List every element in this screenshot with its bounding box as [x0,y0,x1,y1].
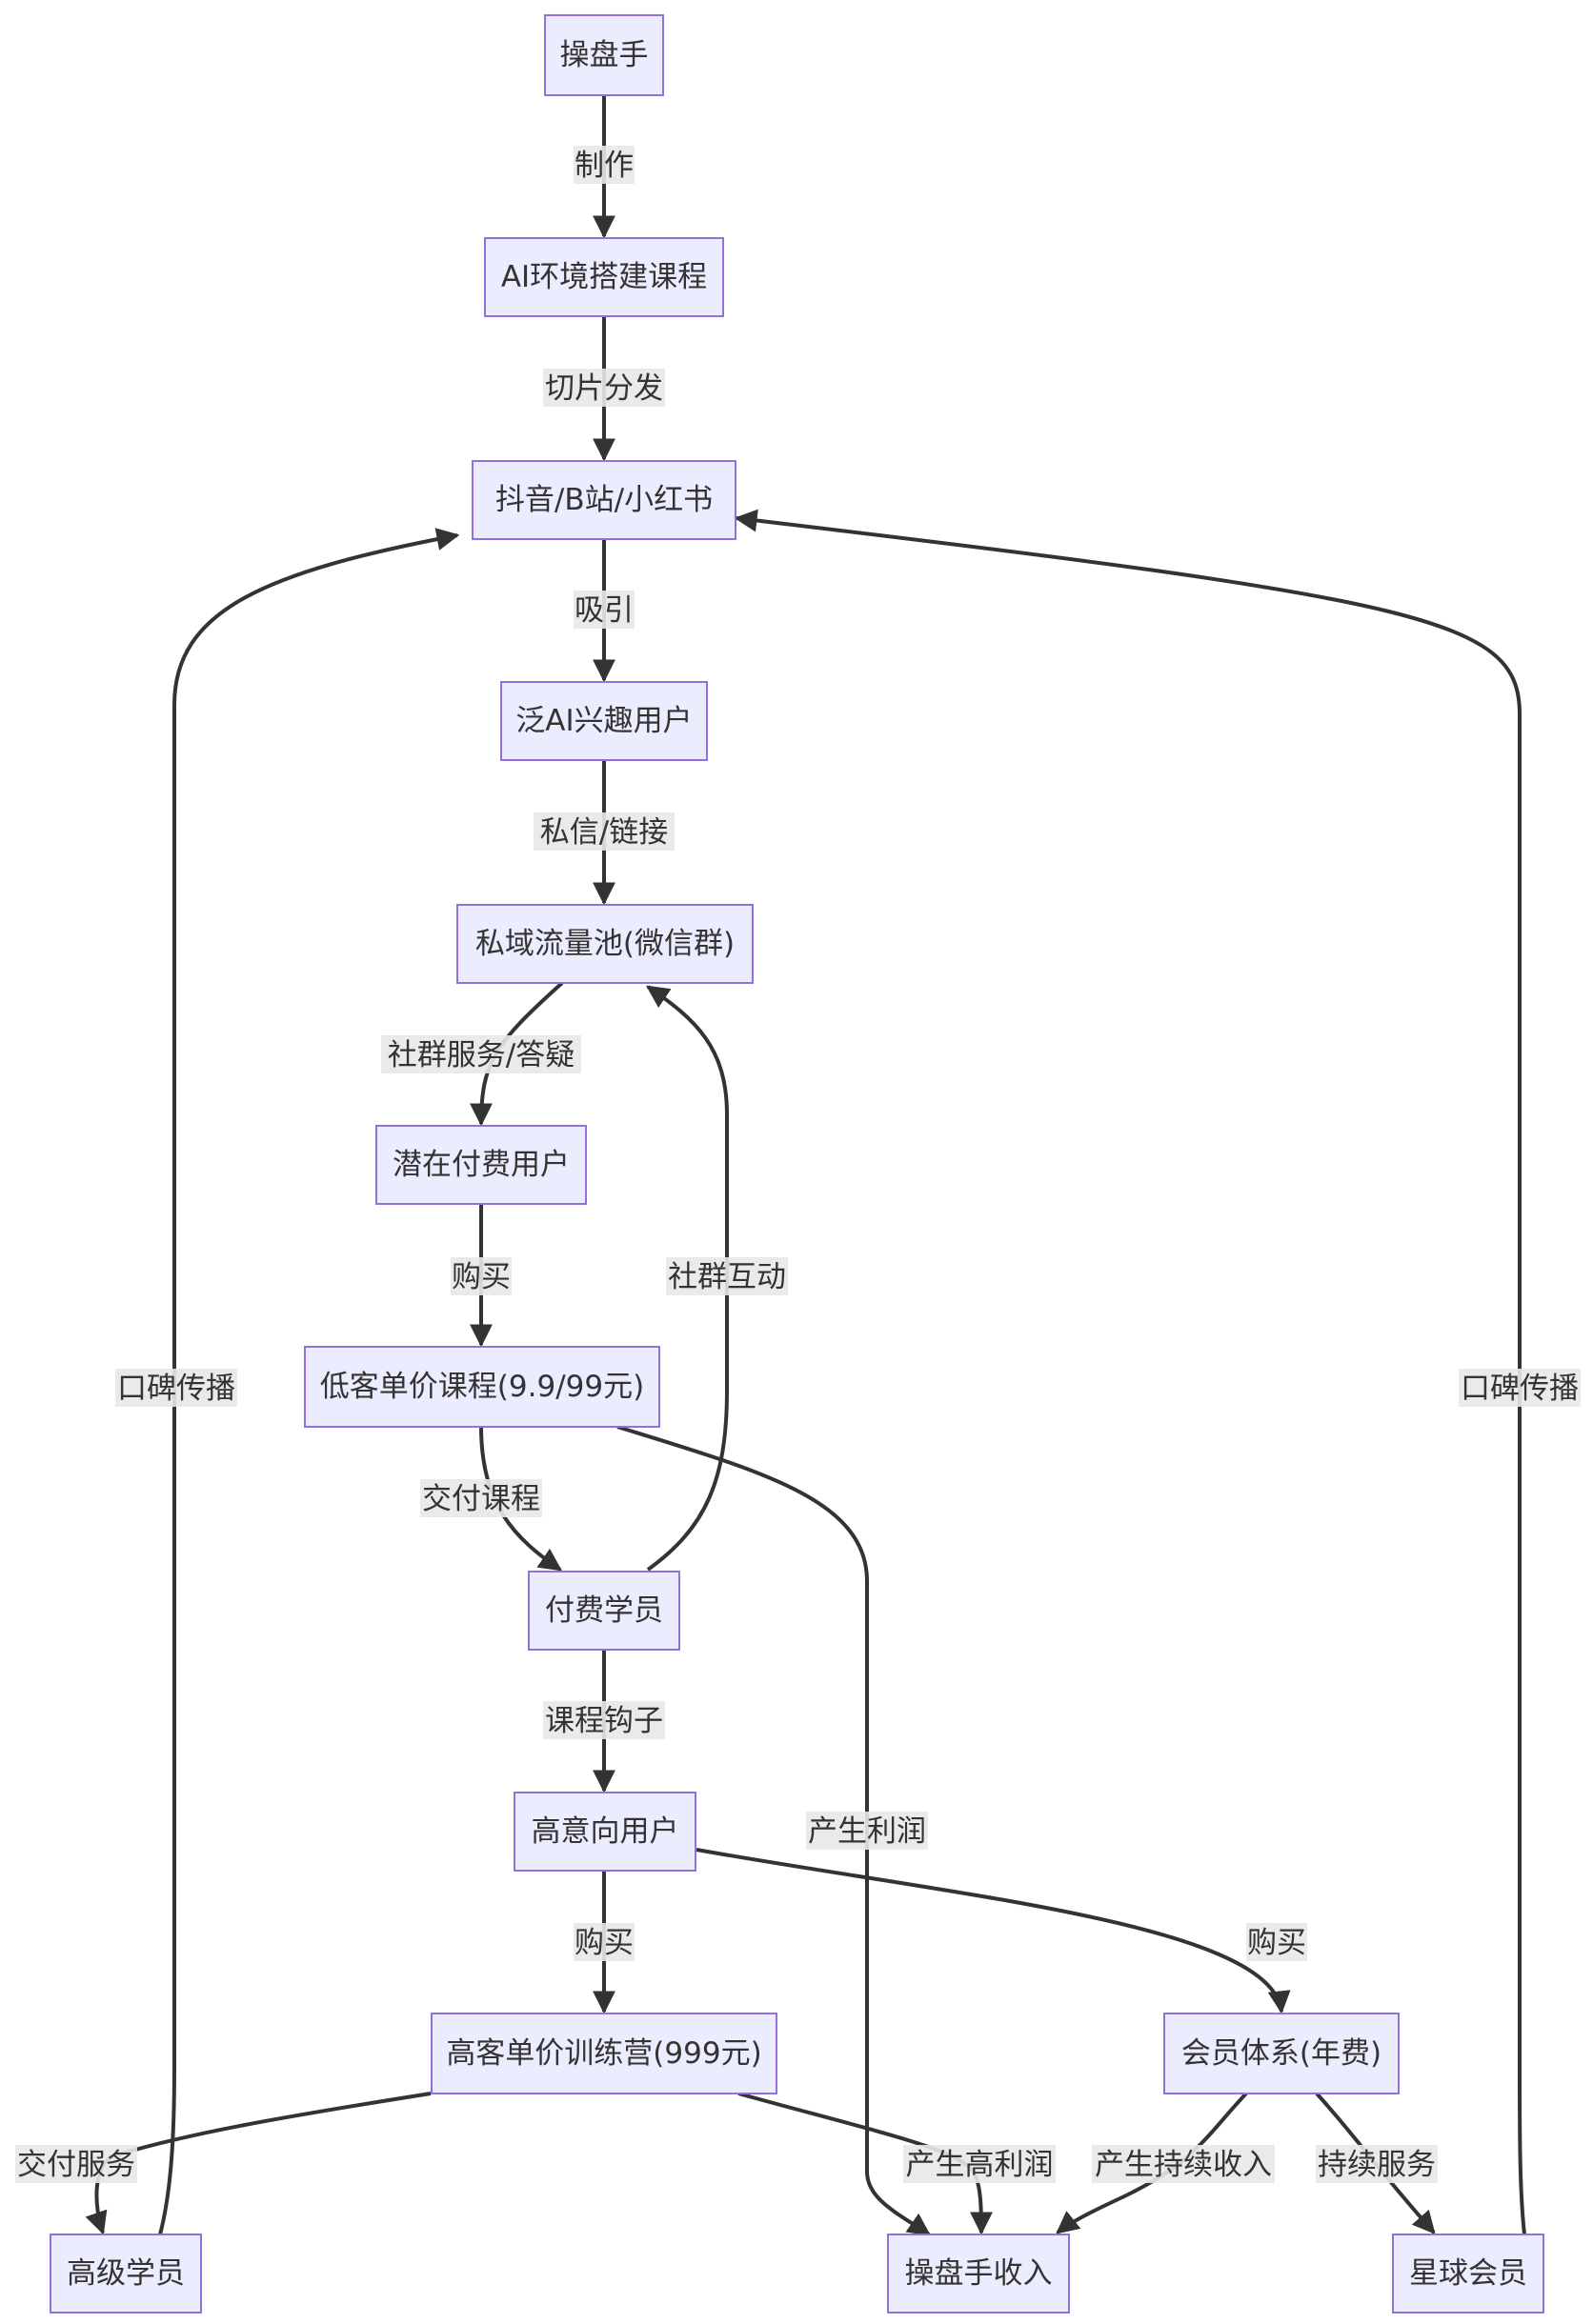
node-paid: 付费学员 [528,1571,680,1651]
node-intent: 高意向用户 [514,1792,696,1872]
svg-text:AI环境搭建课程: AI环境搭建课程 [501,260,707,294]
node-high: 高客单价训练营(999元) [431,2013,777,2094]
svg-text:泛AI兴趣用户: 泛AI兴趣用户 [515,704,692,738]
node-pool: 私域流量池(微信群) [456,904,754,984]
label-attract: 吸引 [575,593,634,628]
label-service: 社群服务/答疑 [388,1038,575,1072]
node-platforms: 抖音/B站/小红书 [472,460,736,540]
svg-text:高级学员: 高级学员 [67,2256,185,2291]
svg-text:潜在付费用户: 潜在付费用户 [393,1148,570,1182]
label-deliver-service: 交付服务 [17,2148,135,2182]
label-dm: 私信/链接 [540,815,668,850]
label-buy1: 购买 [452,1260,511,1294]
nodes: 操盘手 AI环境搭建课程 抖音/B站/小红书 泛AI兴趣用户 私域流量池(微信群… [50,14,1544,2314]
svg-text:星球会员: 星球会员 [1409,2256,1527,2291]
node-potential: 潜在付费用户 [375,1125,587,1205]
edge-star-platforms [734,509,1526,2235]
svg-text:付费学员: 付费学员 [545,1593,663,1628]
label-ongoing-income: 产生持续收入 [1095,2148,1272,2182]
node-course: AI环境搭建课程 [484,237,724,317]
label-interact: 社群互动 [668,1260,786,1294]
label-deliver-course: 交付课程 [422,1482,540,1516]
svg-text:低客单价课程(9.9/99元): 低客单价课程(9.9/99元) [320,1370,644,1404]
node-member-sys: 会员体系(年费) [1163,2013,1400,2094]
node-senior: 高级学员 [50,2234,202,2314]
svg-text:抖音/B站/小红书: 抖音/B站/小红书 [495,483,713,517]
label-high-profit: 产生高利润 [906,2148,1054,2182]
edge-member-income [1056,2092,1248,2234]
label-ongoing-service: 持续服务 [1318,2148,1436,2182]
label-hook: 课程钩子 [545,1704,663,1738]
node-star: 星球会员 [1392,2234,1544,2314]
node-trader: 操盘手 [544,14,664,96]
label-profit: 产生利润 [808,1814,926,1849]
edge-high-senior [85,2092,432,2235]
svg-text:会员体系(年费): 会员体系(年费) [1181,2036,1381,2071]
label-slice: 切片分发 [545,371,663,406]
svg-text:高客单价训练营(999元): 高客单价训练营(999元) [446,2036,761,2071]
svg-text:私域流量池(微信群): 私域流量池(微信群) [475,927,735,961]
label-make: 制作 [575,149,634,183]
edge-paid-pool [646,985,729,1572]
label-wom-right: 口碑传播 [1461,1372,1579,1406]
node-low: 低客单价课程(9.9/99元) [304,1346,660,1428]
edge-low-income [616,1425,931,2236]
node-income: 操盘手收入 [887,2234,1070,2314]
edge-senior-platforms [158,528,460,2235]
svg-text:高意向用户: 高意向用户 [532,1814,679,1849]
edge-labels: 制作 切片分发 吸引 私信/链接 社群服务/答疑 购买 社群互动 口碑传播 口碑… [15,146,1581,2183]
svg-text:操盘手收入: 操盘手收入 [905,2256,1053,2291]
label-buy2: 购买 [575,1926,634,1960]
svg-text:操盘手: 操盘手 [560,38,649,72]
label-buy3: 购买 [1247,1926,1306,1960]
label-wom-left: 口碑传播 [117,1372,235,1406]
node-users: 泛AI兴趣用户 [500,681,708,761]
edge-intent-member [696,1848,1291,2014]
edges [85,95,1526,2236]
